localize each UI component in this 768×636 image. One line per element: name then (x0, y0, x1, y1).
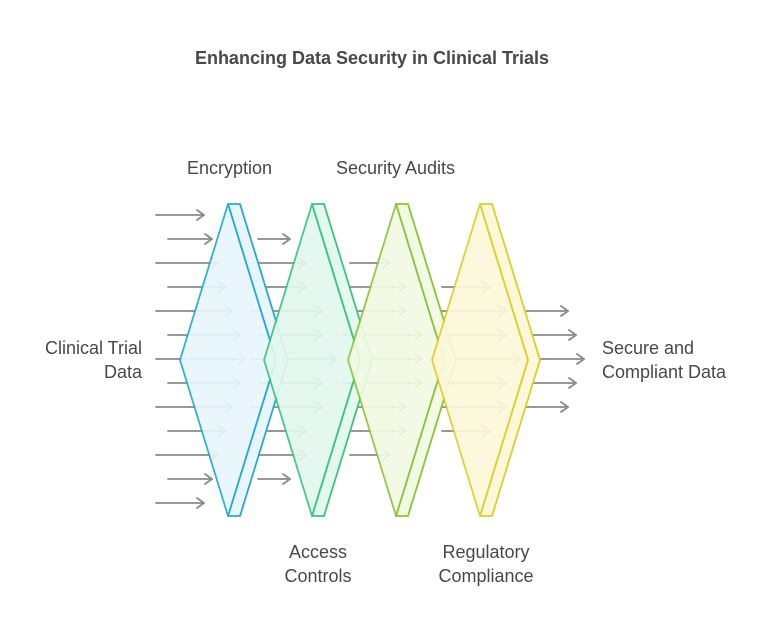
input-arrow (155, 497, 205, 509)
input-label: Clinical Trial Data (44, 338, 142, 382)
output-arrow (525, 377, 577, 389)
diagram-title: Enhancing Data Security in Clinical Tria… (194, 48, 550, 68)
gap-arrow (257, 233, 291, 245)
output-arrow (525, 401, 569, 413)
stage-label-security-audits: Security Audits (336, 158, 456, 178)
gap-arrow (257, 473, 291, 485)
input-arrow (167, 233, 213, 245)
input-arrow (155, 209, 205, 221)
output-arrow (525, 329, 577, 341)
stage-label-access-controls: Access Controls (284, 542, 352, 586)
output-label: Secure and Compliant Data (602, 338, 727, 382)
stage-regulatory-compliance (431, 203, 541, 517)
output-arrow (525, 305, 569, 317)
stage-label-regulatory-compliance: Regulatory Compliance (438, 542, 534, 586)
stage-security-audits (347, 203, 457, 517)
stage-label-encryption: Encryption (187, 158, 273, 178)
input-arrow (167, 473, 213, 485)
